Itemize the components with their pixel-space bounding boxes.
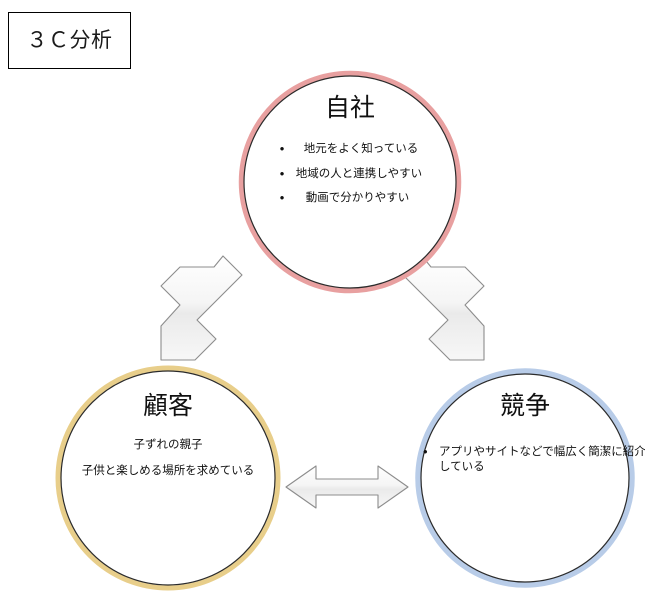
diagram-title-box: ３Ｃ分析 [8,12,131,69]
circle-own-company[interactable] [238,70,462,294]
page-title: ３Ｃ分析 [26,29,113,52]
circle-competition[interactable] [415,368,635,588]
connector-customer-competition [285,465,409,509]
connector-own-customer [160,255,243,361]
connector-own-competition [402,255,485,361]
circle-customer[interactable] [55,365,281,591]
